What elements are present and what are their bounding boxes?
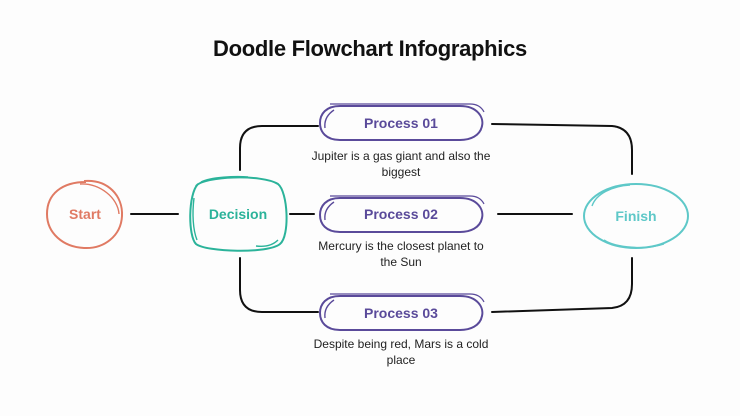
process-01-description: Jupiter is a gas giant and also the bigg… xyxy=(311,149,491,179)
connector-decision-process-03 xyxy=(239,257,319,313)
process-02-shape xyxy=(318,195,485,233)
process-03-label: Process 03 xyxy=(364,305,438,321)
process-02-description: Mercury is the closest planet to the Sun xyxy=(318,239,484,269)
start-node-shape xyxy=(45,179,124,250)
connector-process-03-finish xyxy=(491,257,633,313)
start-node-label: Start xyxy=(69,206,101,222)
process-03-description: Despite being red, Mars is a cold place xyxy=(313,337,489,367)
process-03-shape xyxy=(318,293,485,331)
process-01-label: Process 01 xyxy=(364,115,438,131)
finish-node-shape xyxy=(583,183,689,249)
connector-decision-process-01 xyxy=(239,125,319,171)
process-01-shape xyxy=(318,103,485,141)
process-02-label: Process 02 xyxy=(364,206,438,222)
page-title: Doodle Flowchart Infographics xyxy=(213,36,527,61)
decision-node-label: Decision xyxy=(208,206,268,222)
connector-process-01-finish xyxy=(491,123,633,175)
decision-node-shape xyxy=(189,175,288,252)
finish-node-label: Finish xyxy=(615,208,657,224)
